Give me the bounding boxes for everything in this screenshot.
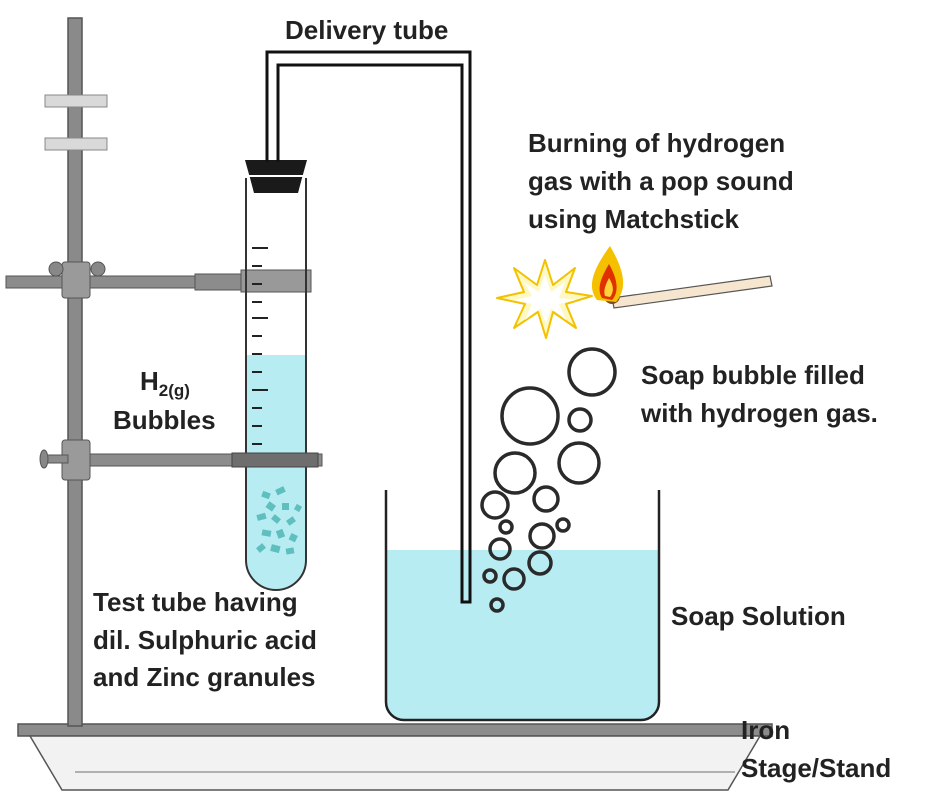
- soap-bubbles: [480, 347, 617, 613]
- rubber-stopper: [245, 160, 307, 193]
- label-soap-solution: Soap Solution: [671, 601, 846, 631]
- label-h2-gas: H2(g): [140, 366, 190, 401]
- bubble: [528, 522, 556, 550]
- iron-stand-base: [17, 723, 773, 791]
- bubble: [532, 485, 560, 513]
- label-iron-line1: Iron: [741, 715, 791, 745]
- rod-collars: [44, 94, 108, 151]
- test-tube: [245, 178, 307, 591]
- bubble: [527, 550, 553, 576]
- pop-spark-icon: [496, 259, 593, 339]
- label-iron-line2: Stage/Stand: [741, 753, 892, 783]
- label-soap-bubble-line1: Soap bubble filled: [641, 360, 865, 390]
- label-delivery-tube: Delivery tube: [285, 15, 449, 45]
- label-soap-bubble-line2: with hydrogen gas.: [641, 398, 878, 428]
- label-burning-line2: gas with a pop sound: [528, 166, 794, 196]
- label-burning-line3: using Matchstick: [528, 204, 739, 234]
- bubble: [555, 517, 571, 533]
- bubble: [502, 567, 526, 591]
- lower-clamp: [39, 439, 323, 481]
- label-bubbles: Bubbles: [113, 405, 216, 435]
- upper-clamp: [5, 261, 312, 299]
- bubble: [488, 537, 512, 561]
- delivery-tube-end: [460, 545, 472, 604]
- bubble: [498, 519, 514, 535]
- label-burning-line1: Burning of hydrogen: [528, 128, 786, 158]
- h2-subscript: 2(g): [158, 381, 190, 400]
- bubble: [567, 347, 617, 397]
- label-test-tube-line1: Test tube having: [93, 587, 298, 617]
- bubble: [482, 568, 498, 584]
- zinc-granules: [256, 486, 303, 555]
- beaker: [384, 490, 661, 722]
- bubble: [489, 597, 505, 613]
- matchstick-icon: [591, 246, 773, 309]
- bubble: [480, 490, 510, 520]
- bubble: [493, 451, 537, 495]
- bubble: [500, 386, 560, 446]
- bubble: [567, 407, 593, 433]
- retort-rod: [67, 17, 83, 727]
- label-test-tube-line2: dil. Sulphuric acid: [93, 625, 317, 655]
- label-test-tube-line3: and Zinc granules: [93, 662, 316, 692]
- bubble: [557, 441, 601, 485]
- h2-symbol: H: [140, 366, 159, 396]
